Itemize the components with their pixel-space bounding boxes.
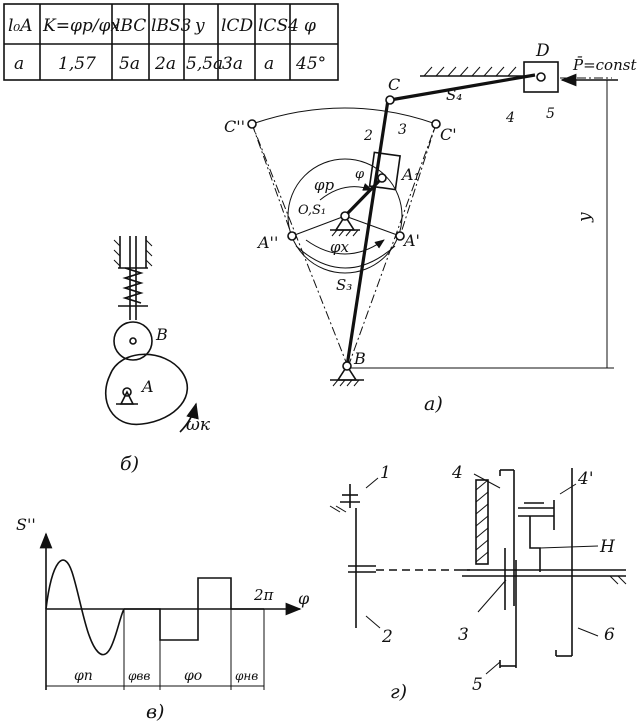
label-d: D — [535, 41, 550, 61]
table-border — [3, 3, 339, 81]
ground-support-b — [330, 361, 364, 387]
arc-c — [251, 107, 437, 125]
acceleration-curve-return — [124, 577, 264, 641]
label-phi: φ — [355, 167, 365, 182]
table-value-cell: 1,57 — [58, 54, 96, 74]
phase-label-rise: φп — [74, 668, 93, 684]
link-4-connecting-rod — [389, 73, 536, 102]
crank-to-a2 — [291, 215, 346, 237]
phase-label-return: φо — [184, 668, 202, 684]
phase-label-lower-dwell: φнв — [235, 669, 258, 683]
label-phi-p: φp — [314, 176, 335, 194]
omega-arrow — [179, 402, 199, 433]
label-c: C — [388, 75, 400, 94]
phi-x-arc — [305, 239, 385, 255]
label-link-4: 4 — [505, 110, 515, 126]
label-a-double-prime: A'' — [256, 233, 278, 252]
slider-block-5 — [523, 61, 559, 93]
joint-a-prime — [395, 231, 405, 241]
phi-p-arc — [319, 183, 373, 201]
gear-train-g: 1 2 3 4 4' 5 6 H г) — [329, 463, 627, 703]
caption-v: в) — [146, 701, 164, 723]
label-link-3: 3 — [398, 122, 407, 138]
slider-block-2 — [368, 151, 402, 191]
table-value-cell: a — [14, 54, 24, 74]
extreme-line-right-upper — [399, 123, 437, 237]
table-header-cell: lBS3 — [151, 16, 191, 36]
label-cam-a: A — [140, 377, 154, 396]
label-link-5: 5 — [546, 106, 555, 122]
label-phi-x: φx — [330, 238, 350, 256]
table-header-cell: φ — [304, 16, 316, 36]
label-s3: S₃ — [336, 276, 352, 294]
graph-two-pi: 2π — [253, 586, 275, 604]
label-gear-4-prime: 4' — [577, 469, 594, 489]
acceleration-curve-rise — [45, 559, 125, 656]
joint-c-double-prime — [247, 119, 257, 129]
label-o-s1: O,S₁ — [298, 203, 326, 218]
table-value-cell: 3a — [222, 54, 243, 74]
joint-a-double-prime — [287, 231, 297, 241]
extreme-line-left-upper — [251, 123, 293, 237]
label-a1: A₁ — [400, 165, 420, 184]
table-header-cell: y — [194, 16, 205, 36]
joint-c — [385, 95, 395, 105]
fixed-housing — [475, 479, 489, 565]
extreme-line-left — [251, 123, 349, 368]
caption-b: б) — [120, 453, 139, 475]
cam-mechanism-b: B A ωк б) — [105, 236, 211, 475]
caption-g: г) — [390, 681, 407, 703]
label-link-2: 2 — [363, 128, 373, 144]
table-value-cell: a — [264, 54, 274, 74]
phi-x-outer-arc — [295, 245, 396, 269]
joint-d — [536, 72, 546, 82]
crank-to-a1 — [344, 215, 401, 237]
carrier-h — [529, 516, 541, 572]
label-omega: ωк — [186, 415, 211, 435]
label-c-double-prime: C'' — [224, 117, 245, 136]
label-gear-4: 4 — [451, 463, 463, 483]
parameter-table: l₀A K=φp/φx lBC lBS3 y lCD lCS4 φ a 1,57… — [3, 3, 339, 81]
table-header-cell: l₀A — [8, 16, 33, 36]
crank-link — [343, 176, 384, 218]
label-roller-b: B — [155, 325, 168, 344]
link-3-rocker — [345, 99, 390, 367]
crank-circle — [287, 158, 403, 274]
label-c-prime: C' — [440, 125, 457, 144]
mechanism-a: D C C' C'' A₁ A' A'' B 2 3 4 5 P̄=const … — [224, 41, 637, 415]
joint-a1 — [377, 173, 387, 183]
table-header-cell: lCS4 — [258, 16, 299, 36]
table-header-cell: lBC — [115, 16, 146, 36]
label-b: B — [353, 349, 366, 368]
table-value-cell: 5,5a — [186, 54, 223, 74]
label-carrier-h: H — [599, 537, 616, 557]
label-gear-2: 2 — [381, 627, 393, 647]
graph-y-label: S'' — [16, 515, 36, 534]
spring — [122, 267, 144, 304]
cam-profile — [105, 353, 189, 426]
extreme-line-right — [347, 123, 437, 368]
label-gear-3: 3 — [458, 625, 469, 645]
label-a-prime: A' — [402, 231, 420, 250]
graph-x-label: φ — [298, 589, 310, 608]
graph-v: S'' φ 2π φп φвв φо φнв в) — [16, 515, 310, 723]
table-value-cell: 5a — [119, 54, 140, 74]
roller — [113, 321, 153, 361]
table-header-cell: lCD — [221, 16, 253, 36]
label-force: P̄=const — [572, 56, 637, 74]
table-header-cell: K=φp/φx — [42, 16, 120, 36]
label-s4: S₄ — [446, 86, 462, 104]
guide-hatching — [423, 66, 517, 77]
joint-c-prime — [431, 119, 441, 129]
label-gear-6: 6 — [604, 625, 615, 645]
ground-support-o — [330, 211, 360, 237]
caption-a: а) — [424, 393, 443, 415]
phase-label-upper-dwell: φвв — [128, 669, 150, 683]
table-value-cell: 2a — [154, 54, 176, 74]
label-gear-5: 5 — [472, 675, 483, 695]
label-gear-1: 1 — [380, 463, 391, 483]
table-value-cell: 45° — [295, 54, 326, 74]
label-y: y — [575, 212, 595, 223]
